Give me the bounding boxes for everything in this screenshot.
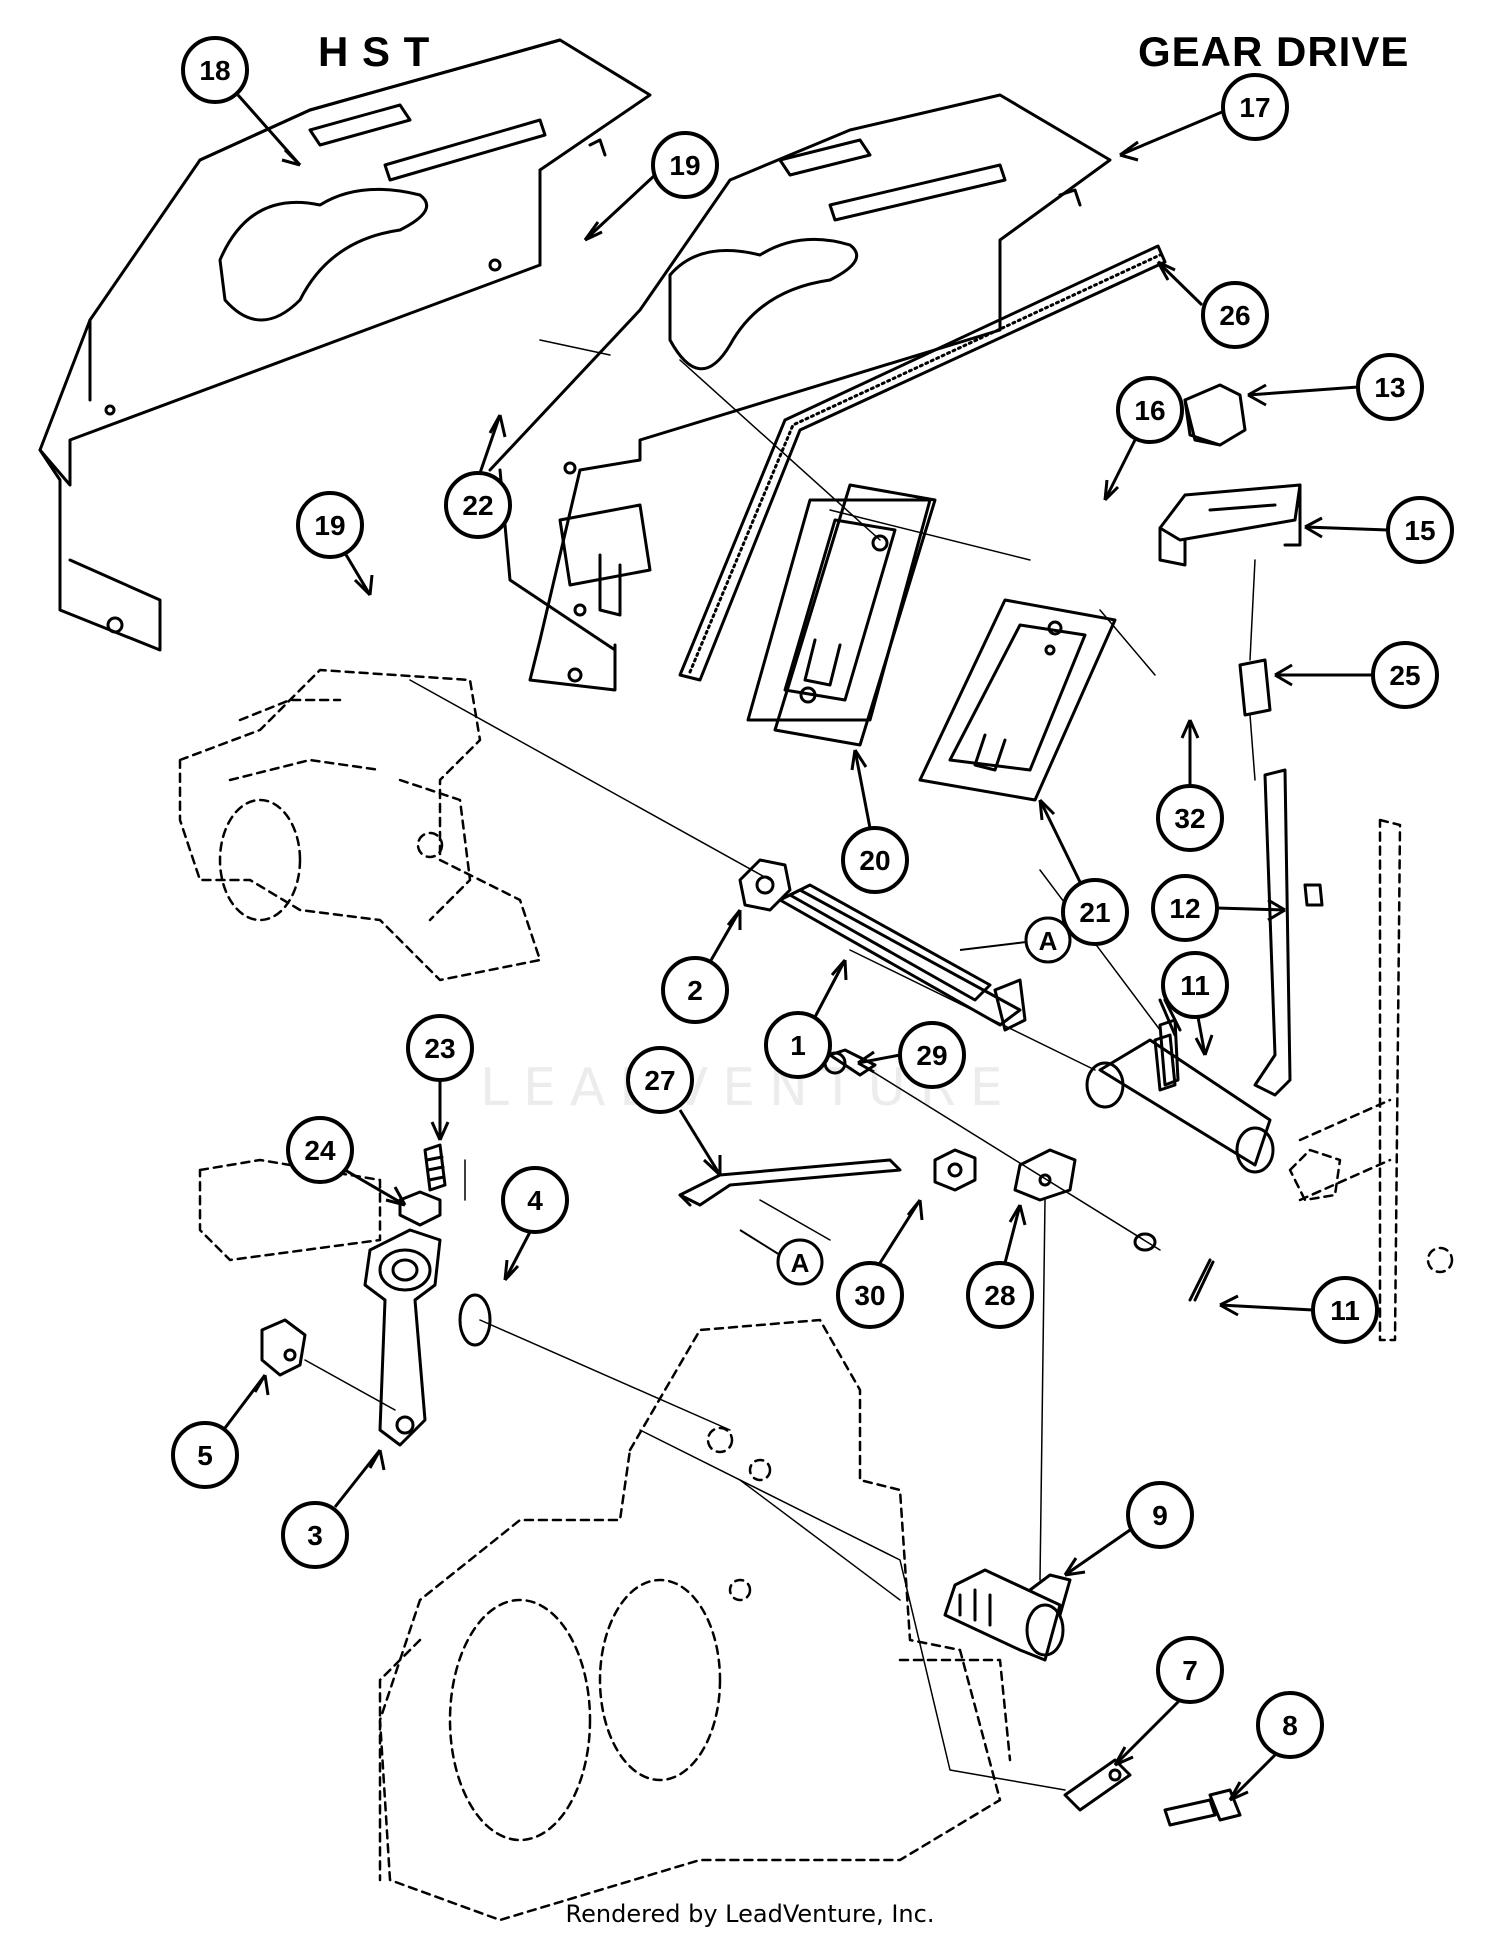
spring-pin-part-23 [423,1143,447,1192]
callout-label: 11 [1180,970,1210,1001]
callout-circle [651,131,719,199]
callout-label: 9 [1152,1500,1168,1531]
callout-label: 29 [916,1040,947,1071]
callout-circle [764,1011,832,1079]
callout-label: 18 [199,55,230,86]
callout-label: 2 [687,975,703,1006]
callout-circle [661,956,729,1024]
callout-label: 3 [307,1520,323,1551]
callout-label: 16 [1134,395,1165,426]
grip-part-25 [1238,658,1272,717]
callout-label: 25 [1389,660,1420,691]
callout-circle [1156,1636,1224,1704]
callout-circle [171,1421,239,1489]
lock-plate-part-7 [1063,1758,1132,1812]
callout-circle [966,1261,1034,1329]
bolt-part-8 [1163,1788,1242,1827]
callout-label: 4 [527,1185,543,1216]
callout-label: 24 [304,1135,336,1166]
assembly-lines [304,339,1256,1791]
callout-label: A [791,1248,810,1278]
knob-part-13 [1183,383,1247,447]
callout-label: 20 [859,845,890,876]
callout-letter-circle [776,1238,824,1286]
key-part-5 [260,1318,307,1377]
callout-label: 15 [1404,515,1435,546]
callout-circle [286,1116,354,1184]
collar-part-24 [398,1190,442,1227]
callout-label: 26 [1219,300,1250,331]
callout-circle [501,1166,569,1234]
callout-label: 1 [790,1030,806,1061]
callout-circle [1201,281,1269,349]
bracket-clip-part-11-upper [1158,1018,1180,1087]
callout-circle [444,471,512,539]
gear-drive-heading: GEAR DRIVE [1138,28,1410,75]
callout-label: 13 [1374,372,1405,403]
bracket-part-15 [1158,483,1302,567]
callout-label: 28 [984,1280,1015,1311]
hst-heading: H S T [318,28,431,75]
callout-label: 21 [1079,897,1110,928]
transmission-outline [198,1158,1012,1922]
hst-cover-part-18 [38,38,652,652]
seal-strip-part-26 [678,244,1167,682]
callout-label: A [1039,926,1058,956]
callout-circle [1256,1691,1324,1759]
callout-letter-circle [1024,916,1072,964]
callout-circle [181,36,249,104]
callout-label: 5 [197,1440,213,1471]
callout-label: 32 [1174,803,1205,834]
callout-label: 27 [644,1065,675,1096]
callout-circle [1061,878,1129,946]
nut-part-30 [933,1148,977,1192]
callout-label: 17 [1239,92,1270,123]
shaft-part-1 [778,883,1275,1174]
callout-label: 19 [669,150,700,181]
callout-circle [836,1261,904,1329]
arm-part-3 [363,1228,442,1447]
plate-part-20 [746,483,937,747]
frame-outline [1288,818,1454,1342]
clevis-part-28 [1013,1148,1077,1202]
callout-circle [1221,73,1289,141]
callout-circle [841,826,909,894]
callout-label: 8 [1282,1710,1298,1741]
cotter-pin-part-11 [1133,998,1215,1302]
plate-part-21 [918,598,1117,802]
gear-drive-cover-part-17 [488,93,1112,692]
callout-circle [296,491,364,559]
callout-label: 23 [424,1033,455,1064]
callout-circle [281,1501,349,1569]
callout-label: 7 [1182,1655,1198,1686]
callout-circle [1161,951,1229,1019]
callout-label: 19 [314,510,345,541]
callout-label: 30 [854,1280,885,1311]
callout-circle [1116,376,1184,444]
shift-shaft-part-9 [943,1568,1072,1662]
callout-circle [1126,1481,1194,1549]
bushing-part-4 [458,1293,492,1347]
callout-label: 11 [1330,1295,1360,1326]
callout-label: 22 [462,490,493,521]
footer-credit: Rendered by LeadVenture, Inc. [565,1900,935,1928]
callout-circle [626,1046,694,1114]
engine-outline [178,668,542,982]
callout-label: 12 [1169,893,1200,924]
lever-part-12 [1253,768,1324,1097]
